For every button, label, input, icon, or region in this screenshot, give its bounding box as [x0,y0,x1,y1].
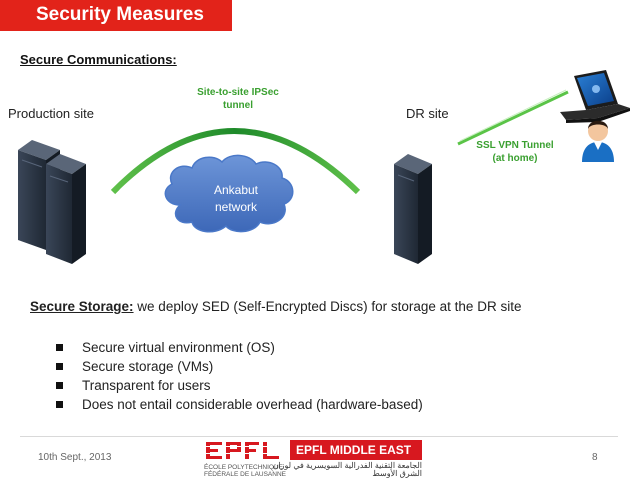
logo-subtitle: ÉCOLE POLYTECHNIQUE FÉDÉRALE DE LAUSANNE [204,464,286,478]
network-diagram [18,70,630,264]
storage-benefits-list: Secure virtual environment (OS) Secure s… [56,338,423,414]
secure-storage-statement: Secure Storage: we deploy SED (Self-Encr… [30,299,521,314]
ipsec-tunnel-arc-inner [119,135,351,191]
dr-server-icon [394,154,432,264]
page-number: 8 [592,452,598,463]
list-item: Does not entail considerable overhead (h… [56,395,423,414]
epfl-middle-east-logo: EPFL MIDDLE EAST ÉCOLE POLYTECHNIQUE FÉD… [204,440,424,478]
cloud-label: Ankabut network [192,182,280,216]
bullet-square-icon [56,400,63,408]
cloud-label-line1: Ankabut [213,183,259,197]
ipsec-tunnel-label-line1: Site-to-site IPSec [197,87,279,98]
ssl-vpn-label-line1: SSL VPN Tunnel [476,140,554,151]
secure-communications-heading: Secure Communications: [20,52,177,67]
bullet-square-icon [56,362,63,370]
ssl-vpn-tunnel-line [457,90,569,146]
footer-divider [20,436,618,437]
title-bar [0,0,232,31]
bullet-square-icon [56,381,63,389]
ankabut-cloud-icon [164,154,294,233]
production-site-label: Production site [8,106,94,121]
bullet-square-icon [56,343,63,351]
logo-arabic-text: الجامعة التقنية الفدرالية السويسرية في ل… [272,461,422,478]
laptop-icon [560,70,630,123]
ipsec-tunnel-arc [110,128,361,195]
cloud-label-line2: network [214,200,258,214]
list-item: Secure virtual environment (OS) [56,338,423,357]
secure-storage-text: we deploy SED (Self-Encrypted Discs) for… [133,299,522,314]
production-server-icon [18,140,86,264]
dr-site-label: DR site [406,106,449,121]
ipsec-tunnel-label-line2: tunnel [223,100,253,111]
secure-storage-heading: Secure Storage: [30,299,134,314]
footer-date: 10th Sept., 2013 [38,452,112,463]
ssl-vpn-label: SSL VPN Tunnel (at home) [470,139,560,165]
epfl-logo-mark [204,440,282,462]
ssl-vpn-label-line2: (at home) [492,153,538,164]
ipsec-tunnel-label: Site-to-site IPSec tunnel [186,86,290,112]
logo-banner: EPFL MIDDLE EAST [290,440,422,460]
list-item: Transparent for users [56,376,423,395]
slide-title: Security Measures [36,4,204,25]
user-avatar-icon [582,120,614,162]
list-item: Secure storage (VMs) [56,357,423,376]
